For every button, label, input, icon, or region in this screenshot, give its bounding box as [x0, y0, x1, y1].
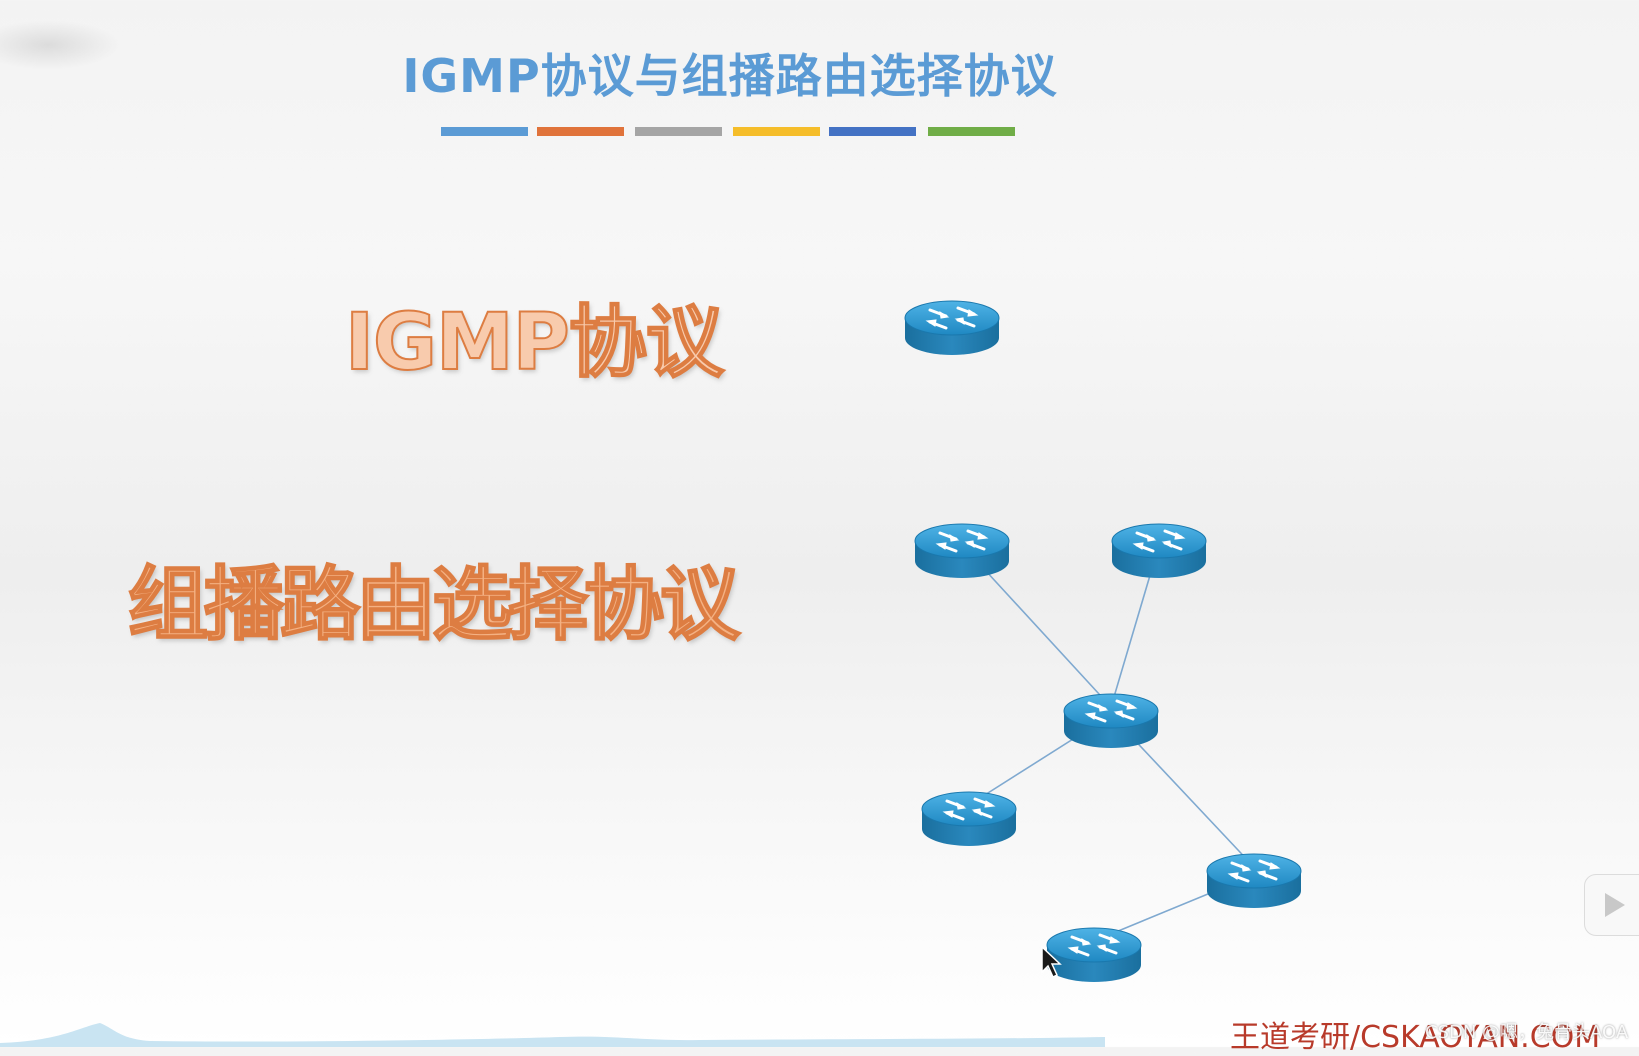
router-icon — [904, 300, 1000, 355]
color-bar — [829, 127, 916, 136]
router-icon — [1206, 853, 1302, 908]
color-bar — [928, 127, 1015, 136]
color-bar — [537, 127, 624, 136]
routers-layer — [904, 300, 1302, 982]
color-bar — [441, 127, 528, 136]
csdn-watermark: CSDN @嗯，兔骨头AOA — [1425, 1022, 1629, 1043]
play-button[interactable] — [1584, 874, 1639, 936]
heading-igmp: IGMP协议 — [344, 297, 725, 389]
color-bar — [733, 127, 820, 136]
bottom-wave-decoration — [0, 1023, 1105, 1047]
heading-multicast-routing: 组播路由选择协议 — [127, 557, 741, 652]
router-icon — [914, 523, 1010, 578]
router-icon — [1063, 693, 1159, 748]
router-icon — [921, 791, 1017, 846]
play-icon — [1605, 893, 1625, 917]
color-bar — [635, 127, 722, 136]
router-icon — [1111, 523, 1207, 578]
corner-blur — [0, 20, 120, 70]
slide-title: IGMP协议与组播路由选择协议 — [402, 49, 1058, 103]
mouse-pointer-icon — [1041, 945, 1062, 979]
router-icon — [1046, 927, 1142, 982]
